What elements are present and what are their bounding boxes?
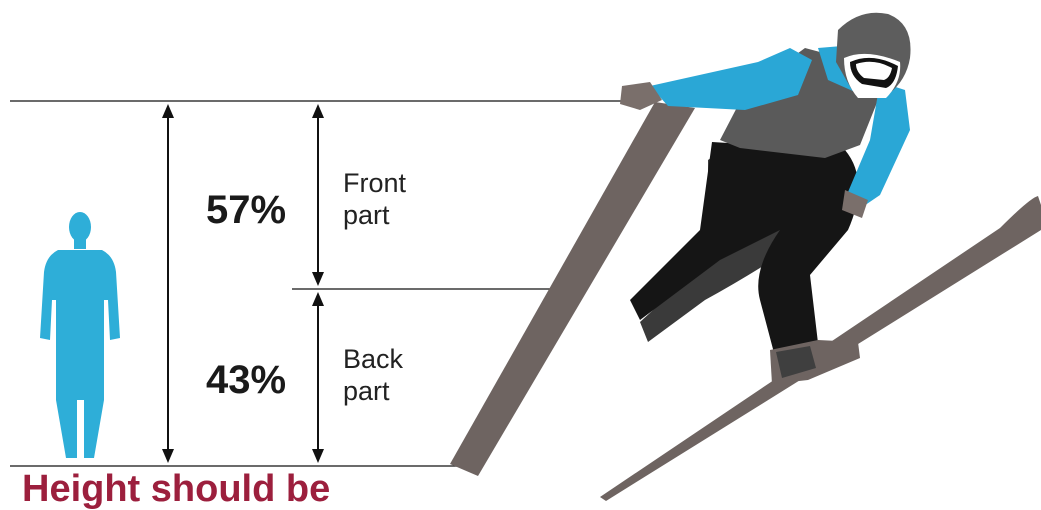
total-height-arrow [162, 104, 174, 463]
back-label-line1: Back [343, 343, 403, 375]
front-label-line1: Front [343, 167, 406, 199]
back-part-arrow [312, 292, 324, 463]
caption-text: Height should be [22, 470, 330, 508]
back-percent: 43% [206, 360, 286, 400]
front-percent: 57% [206, 190, 286, 230]
front-label: Front part [343, 167, 406, 231]
back-label: Back part [343, 343, 403, 407]
front-part-arrow [312, 104, 324, 286]
front-label-line2: part [343, 199, 406, 231]
back-label-line2: part [343, 375, 403, 407]
human-silhouette-icon [40, 212, 120, 458]
